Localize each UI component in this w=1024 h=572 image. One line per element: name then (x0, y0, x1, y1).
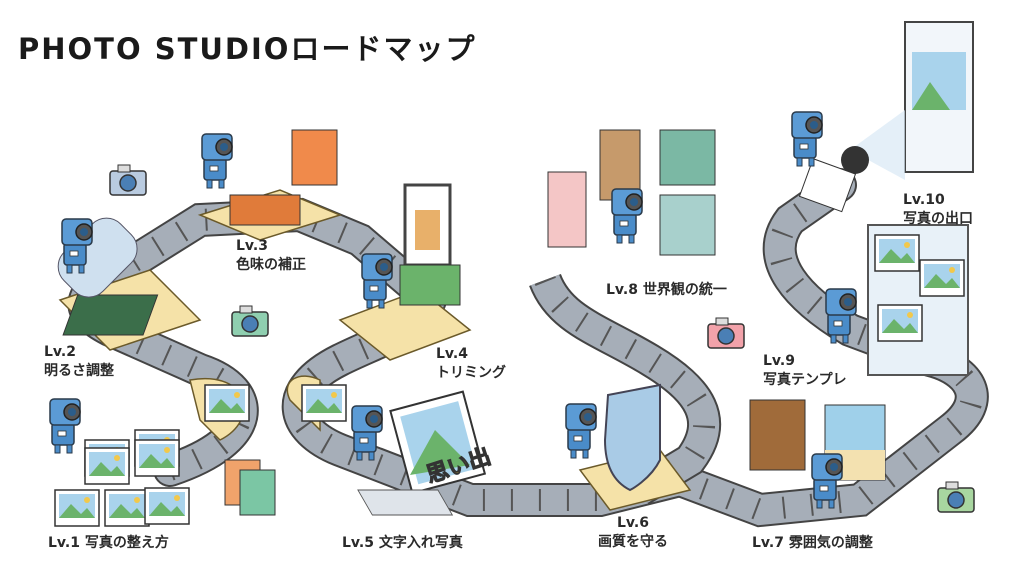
level-5-label: Lv.5 文字入れ写真 (342, 535, 463, 551)
photo-props (54, 21, 974, 527)
level-1-label: Lv.1 写真の整え方 (48, 535, 169, 551)
photo-stacks (54, 429, 276, 527)
camera-icon (231, 305, 269, 337)
camera-icon (109, 164, 147, 196)
level-7-label: Lv.7 雰囲気の調整 (752, 535, 873, 551)
camera-icon (707, 317, 745, 349)
camera-icon (937, 481, 975, 513)
page-title: PHOTO STUDIOロードマップ (18, 32, 477, 66)
level-8-label: Lv.8 世界観の統一 (606, 282, 727, 298)
